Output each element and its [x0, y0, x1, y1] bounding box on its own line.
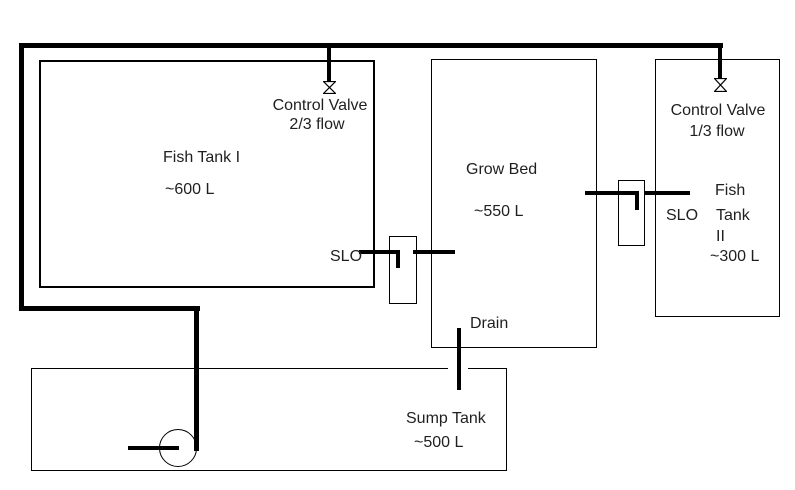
fish-tank-1-volume: ~600 L — [165, 181, 215, 198]
pipe-valve1-drop — [327, 45, 331, 82]
fish-tank-2-volume: ~300 L — [710, 248, 760, 265]
drain-label: Drain — [470, 315, 509, 332]
pipe-left-riser — [19, 43, 24, 311]
control-valve-1-icon — [323, 81, 336, 94]
pipe-drain — [457, 328, 461, 390]
control-valve-1-flow: 2/3 flow — [289, 116, 345, 133]
slo-standpipe-2 — [618, 180, 645, 246]
fish-tank-2 — [655, 59, 780, 317]
control-valve-1-label: Control Valve — [272, 97, 368, 114]
fish-tank-2-name-line3: II — [716, 228, 725, 245]
pipe-slo2-drop — [635, 191, 639, 210]
control-valve-2-icon — [714, 78, 727, 92]
slo-2-label: SLO — [666, 207, 699, 224]
grow-bed-volume: ~550 L — [474, 203, 524, 220]
fish-tank-2-name-line1: Fish — [715, 182, 746, 199]
pipe-slo1-drop — [396, 250, 400, 268]
pipe-pump-suction — [128, 446, 179, 450]
control-valve-2-label: Control Valve — [670, 102, 766, 119]
pipe-elbow-horizontal — [19, 306, 200, 311]
fish-tank-2-name-line2: Tank — [716, 207, 750, 224]
pipe-pump-discharge — [194, 306, 199, 451]
pipe-top-manifold — [19, 43, 723, 48]
control-valve-2-flow: 1/3 flow — [689, 123, 745, 140]
pipe-valve2-drop — [718, 45, 722, 78]
pipe-slo1-outlet — [413, 250, 455, 254]
slo-standpipe-1 — [389, 236, 417, 304]
grow-bed-name: Grow Bed — [466, 161, 538, 178]
slo-1-label: SLO — [330, 248, 363, 265]
grow-bed — [431, 59, 597, 348]
sump-tank-volume: ~500 L — [414, 434, 464, 451]
pipe-slo2-inlet — [585, 191, 639, 195]
pipe-slo1-inlet — [359, 250, 400, 254]
fish-tank-1 — [39, 60, 375, 288]
pipe-slo2-outlet — [645, 191, 690, 195]
fish-tank-1-name: Fish Tank I — [163, 149, 241, 166]
sump-tank-name: Sump Tank — [406, 410, 486, 427]
sump-tank — [31, 368, 507, 471]
